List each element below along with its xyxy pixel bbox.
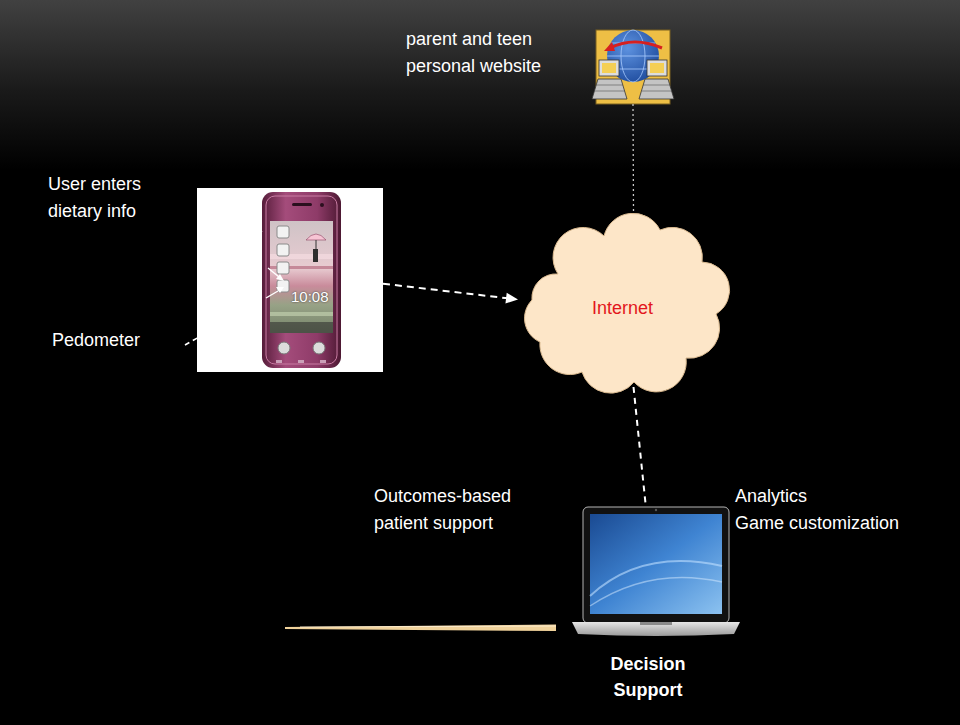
app-icon <box>277 226 289 238</box>
smartphone: 10:08 <box>197 188 383 372</box>
transfer-arrow <box>610 42 662 48</box>
keyboard-row <box>643 85 670 86</box>
wallpaper-wave <box>590 577 722 606</box>
monitor-screen <box>602 63 616 73</box>
website-icon-illustration <box>592 30 674 104</box>
laptop-display <box>590 514 722 614</box>
connector <box>633 104 635 212</box>
transfer-arrow-head <box>604 42 615 51</box>
annotation-label: Analytics <box>735 483 950 510</box>
umbrella-handle <box>316 240 317 250</box>
pointer-arrow <box>268 268 279 277</box>
laptop-lid <box>583 507 729 623</box>
photo-ground <box>197 188 383 372</box>
phone-earpiece <box>292 203 312 206</box>
screen-dock <box>270 322 333 333</box>
keyboard-row <box>642 91 672 92</box>
annotation-label: User enters dietary info <box>48 171 168 225</box>
phone-key <box>298 360 304 363</box>
monitor-screen <box>650 63 664 73</box>
annotation-label: Outcomes-based patient support <box>374 483 539 537</box>
annotation-label: Game customization <box>735 510 950 537</box>
laptop-camera <box>655 509 657 511</box>
cloud-shape <box>525 213 730 393</box>
arrow-head <box>505 293 518 304</box>
phone-body <box>262 192 341 368</box>
phone-screen <box>270 221 333 333</box>
pointer-arrow <box>266 291 278 298</box>
connector <box>634 387 646 505</box>
node-caption: Decision Support <box>593 651 703 703</box>
app-icon <box>277 244 289 256</box>
phone-rim <box>266 196 337 364</box>
phone-button <box>313 342 325 354</box>
laptop-base <box>572 622 740 636</box>
keyboard <box>592 79 627 99</box>
cloud-label: Internet <box>592 297 653 319</box>
globe-grid <box>607 56 659 57</box>
internet-cloud: Internet <box>518 212 728 387</box>
leader-line <box>206 197 262 232</box>
app-icon <box>277 280 289 292</box>
smartphone-illustration <box>197 188 383 372</box>
annotation-label: Pedometer <box>52 327 182 354</box>
leader-line <box>185 316 236 345</box>
phone-button <box>278 342 290 354</box>
app-icon <box>277 262 289 274</box>
connector-line <box>632 104 634 212</box>
keyboard-row <box>596 85 623 86</box>
phone-key <box>320 360 326 363</box>
pointer-head <box>276 274 284 281</box>
node-heading: parent and teen personal website <box>406 26 576 80</box>
keyboard <box>639 79 674 99</box>
figure <box>313 249 318 262</box>
screen-clock: 10:08 <box>291 288 335 306</box>
laptop-notch <box>640 622 672 625</box>
keyboard-row <box>595 91 625 92</box>
connector-line <box>634 387 646 505</box>
support-bar-highlight <box>300 626 556 627</box>
connector <box>383 284 518 304</box>
leader-lines <box>185 197 284 345</box>
monitor <box>599 60 619 76</box>
laptop-node: Decision Support <box>576 505 738 637</box>
screen-stripe <box>270 312 333 316</box>
laptop-illustration <box>572 507 740 636</box>
umbrella <box>306 234 326 240</box>
phone-key <box>276 360 282 363</box>
website-icon: parent and teen personal website <box>596 30 670 104</box>
phone-camera <box>320 203 324 207</box>
monitor <box>647 60 667 76</box>
connector-line <box>383 284 508 299</box>
support-bar <box>285 625 556 632</box>
pointer-head <box>276 287 284 293</box>
